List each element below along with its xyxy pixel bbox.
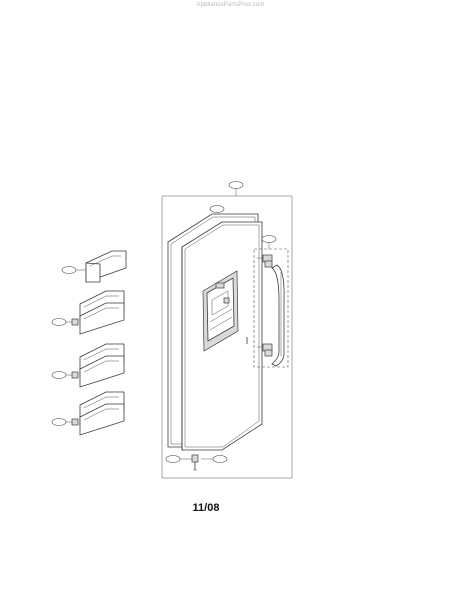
- source-watermark: AppliancePartsPros.com: [196, 2, 265, 8]
- door-bin-1: [76, 250, 127, 283]
- part-callouts: [51, 181, 277, 463]
- callout-bin-3: [51, 371, 67, 379]
- door-handle-assembly: [253, 248, 289, 368]
- callout-handle: [261, 235, 277, 243]
- door-bin-3: [66, 343, 125, 388]
- door-bin-4: [66, 391, 125, 436]
- callout-bin-4: [51, 418, 67, 426]
- callout-hinge-left: [165, 455, 181, 463]
- assembly-frame: [161, 195, 293, 479]
- callout-bin-1: [61, 266, 77, 274]
- dispenser-recess: [202, 270, 239, 352]
- lower-hinge: [180, 454, 213, 471]
- callout-bin-2: [51, 318, 67, 326]
- callout-gasket: [209, 205, 225, 213]
- callout-door-assembly: [228, 181, 244, 189]
- callout-hinge-right: [212, 455, 228, 463]
- page-number: 11/08: [192, 502, 220, 514]
- door-bin-2: [66, 290, 125, 335]
- door-bins: [66, 250, 127, 436]
